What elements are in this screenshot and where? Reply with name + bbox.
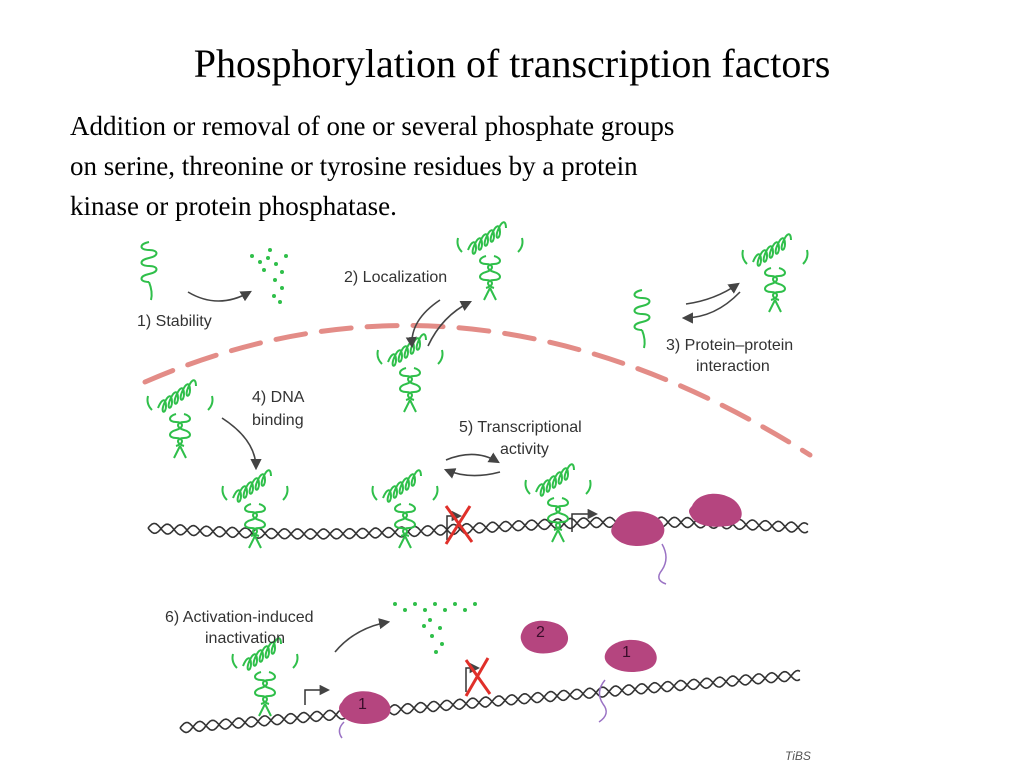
nuclear-membrane <box>142 323 813 458</box>
tf-degraded-2 <box>393 602 477 654</box>
polymerase-active-1 <box>520 620 569 654</box>
polymerase-rna-tail-2 <box>598 679 607 723</box>
arrow-localization-down <box>405 299 441 349</box>
tf-coil-stability <box>140 241 158 301</box>
label-act-line-2: inactivation <box>205 630 285 647</box>
arrow-ppi-right <box>685 282 740 305</box>
polymerase-bottom <box>339 691 391 724</box>
arrow-localization-up <box>427 300 473 347</box>
process-arrows <box>187 282 741 653</box>
polymerase-rna-tail-3 <box>338 721 345 739</box>
polymerase-trans-2 <box>689 493 742 527</box>
process-labels: 1) Stability 2) Localization 3) Protein–… <box>137 269 811 763</box>
label-dna-line-1: 4) DNA <box>252 389 305 406</box>
membrane-arc <box>142 323 813 458</box>
arrow-dna-down <box>221 417 262 471</box>
label-dna-line-2: binding <box>252 412 304 429</box>
promoter-arrows <box>304 508 599 705</box>
label-ppi-line-2: interaction <box>696 358 770 375</box>
tf-ppi-left <box>633 289 651 349</box>
arrow-ppi-left <box>681 291 741 324</box>
polymerase-active-2 <box>604 639 657 672</box>
polymerase-number-2: 2 <box>536 624 545 641</box>
arrow-activation <box>334 618 391 653</box>
dna-upper-strand-1 <box>147 516 809 540</box>
description-line-2: on serine, threonine or tyrosine residue… <box>70 151 638 181</box>
label-act-line-1: 6) Activation-induced <box>165 609 314 626</box>
transcription-factors <box>140 221 809 717</box>
rna-polymerases: 2 1 1 <box>338 493 742 739</box>
slide-title: Phosphorylation of transcription factors <box>193 41 831 86</box>
tf-activation <box>231 637 299 717</box>
tf-degraded <box>250 248 288 304</box>
description-line-3: kinase or protein phosphatase. <box>70 191 397 221</box>
inhibit-x-2 <box>464 657 492 697</box>
label-trans-line-1: 5) Transcriptional <box>459 419 582 436</box>
polymerase-trans-1 <box>611 511 665 546</box>
arrow-trans-left <box>443 468 501 479</box>
inhibit-x-1 <box>444 505 474 545</box>
dna-lower-strand-2 <box>179 670 801 733</box>
source-credit: TiBS <box>785 749 811 763</box>
tf-localization-bottom <box>376 333 444 413</box>
polymerase-number-1b: 1 <box>358 696 367 713</box>
polymerase-number-1a: 1 <box>622 644 631 661</box>
tf-dna-free <box>146 379 214 459</box>
slide-description: Addition or removal of one or several ph… <box>70 106 860 226</box>
tf-stability <box>140 241 158 301</box>
tf-ppi-right <box>741 233 809 313</box>
inhibition-marks <box>444 505 492 697</box>
tf-trans-right <box>524 463 592 543</box>
description-line-1: Addition or removal of one or several ph… <box>70 111 675 141</box>
label-stability: 1) Stability <box>137 313 212 330</box>
label-localization: 2) Localization <box>344 269 447 286</box>
arrow-trans-right <box>445 452 500 464</box>
arrow-stability <box>187 290 252 302</box>
tf-dna-bound <box>221 469 289 549</box>
label-ppi-line-1: 3) Protein–protein <box>666 337 793 354</box>
label-trans-line-2: activity <box>500 441 549 458</box>
dna-lower-strand-1 <box>179 669 801 734</box>
polymerase-rna-tail-1 <box>658 543 667 585</box>
tf-localization-top <box>456 221 524 301</box>
